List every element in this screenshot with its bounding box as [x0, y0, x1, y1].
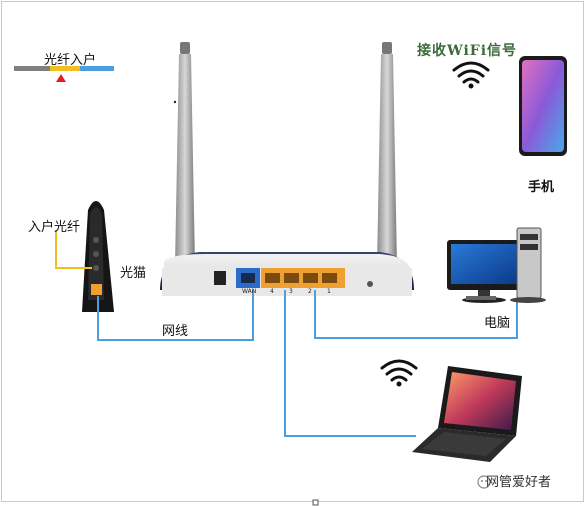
- router: [160, 252, 414, 296]
- phone: [519, 56, 567, 156]
- network-cable-label: 网线: [162, 324, 189, 339]
- wechat-icon: [477, 475, 491, 489]
- phone-label: 手机: [528, 180, 555, 195]
- fiber-input-bar: [14, 66, 114, 82]
- cable-router-to-pc: [314, 290, 518, 339]
- router-antenna-left: [175, 42, 195, 266]
- lan-port-label-3: 3: [289, 288, 293, 295]
- modem-lan-port: [91, 284, 102, 295]
- lan-port-label-1: 1: [327, 288, 331, 295]
- power-jack: [214, 271, 226, 285]
- watermark: 网管爱好者: [468, 471, 551, 490]
- desktop-computer: [447, 227, 546, 303]
- cable-router-to-laptop: [284, 290, 416, 437]
- laptop: [412, 366, 522, 462]
- wifi-icon-top: [452, 61, 490, 89]
- receive-wifi-title: 接收WiFi信号: [417, 43, 518, 59]
- computer-label: 电脑: [484, 316, 511, 331]
- reset-button: [367, 281, 373, 287]
- home-fiber-label: 入户光纤: [28, 220, 81, 235]
- wifi-icon-laptop: [380, 359, 418, 387]
- optical-modem-label: 光猫: [120, 266, 147, 281]
- lan-port-label-2: 2: [308, 288, 312, 295]
- resize-handle[interactable]: [312, 499, 319, 506]
- cable-modem-to-wan: [97, 290, 254, 341]
- watermark-text: 网管爱好者: [486, 475, 552, 490]
- fiber-marker-triangle: [56, 74, 66, 82]
- wan-port-label: WAN: [242, 288, 257, 295]
- router-antenna-right: [377, 42, 397, 266]
- optical-modem: [82, 201, 114, 312]
- network-cables: [97, 290, 518, 437]
- fiber-input-label: 光纤入户: [44, 53, 97, 68]
- fiber-cable: [55, 230, 92, 269]
- stray-dot: [173, 100, 177, 104]
- lan-port-label-4: 4: [270, 288, 274, 295]
